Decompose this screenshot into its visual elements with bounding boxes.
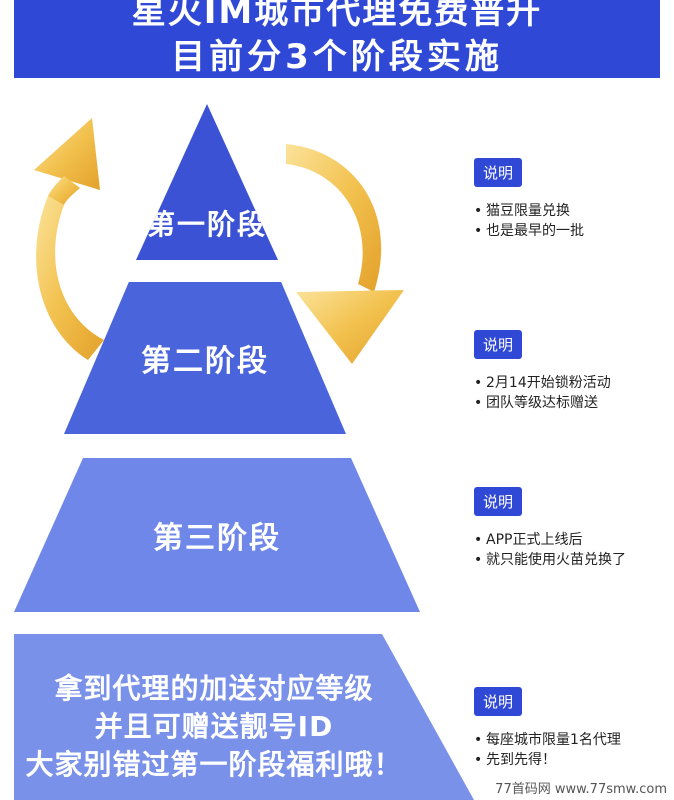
note-item: •团队等级达标赠送 <box>474 393 611 413</box>
tier-bonus-line-1: 拿到代理的加送对应等级 <box>54 672 374 705</box>
note-item: •APP正式上线后 <box>474 530 626 550</box>
curved-arrow-down-icon <box>286 144 404 364</box>
note-item-text: 猫豆限量兑换 <box>486 203 570 219</box>
bullet-icon: • <box>474 223 483 239</box>
note-item-text: 也是最早的一批 <box>486 223 584 239</box>
tier-stage-1-label: 第一阶段 <box>146 208 267 241</box>
bullet-icon: • <box>474 395 483 411</box>
note-stage-2: 说明 •2月14开始锁粉活动 •团队等级达标赠送 <box>474 330 611 413</box>
bullet-icon: • <box>474 375 483 391</box>
note-item: •也是最早的一批 <box>474 221 584 241</box>
note-item-text: 就只能使用火苗兑换了 <box>486 552 626 568</box>
note-item: •每座城市限量1名代理 <box>474 730 621 750</box>
note-item-text: 先到先得！ <box>486 752 556 768</box>
watermark: 77首码网 www.77smw.com <box>492 777 670 798</box>
note-item-text: 团队等级达标赠送 <box>486 395 598 411</box>
note-item-text: APP正式上线后 <box>486 532 583 548</box>
tier-bonus-line-3: 大家别错过第一阶段福利哦！ <box>25 748 403 781</box>
note-item: •就只能使用火苗兑换了 <box>474 550 626 570</box>
note-stage-1: 说明 •猫豆限量兑换 •也是最早的一批 <box>474 158 584 241</box>
tier-stage-2-label: 第二阶段 <box>141 344 269 379</box>
bullet-icon: • <box>474 752 483 768</box>
tier-bonus-text: 拿到代理的加送对应等级 并且可赠送靓号ID 大家别错过第一阶段福利哦！ <box>14 670 414 784</box>
note-stage-3: 说明 •APP正式上线后 •就只能使用火苗兑换了 <box>474 487 626 570</box>
bullet-icon: • <box>474 203 483 219</box>
tier-stage-3-label: 第三阶段 <box>153 521 281 556</box>
curved-arrow-up-icon <box>34 118 105 360</box>
tier-bonus: 拿到代理的加送对应等级 并且可赠送靓号ID 大家别错过第一阶段福利哦！ <box>14 634 474 800</box>
note-bonus: 说明 •每座城市限量1名代理 •先到先得！ <box>474 687 621 770</box>
tier-bonus-line-2: 并且可赠送靓号ID <box>94 710 334 743</box>
banner-title: 星火IM城市代理免费普升 <box>131 0 543 32</box>
note-item-text: 每座城市限量1名代理 <box>486 732 621 748</box>
tier-stage-3: 第三阶段 <box>14 458 420 612</box>
note-badge: 说明 <box>474 687 523 716</box>
note-badge: 说明 <box>474 330 523 359</box>
bullet-icon: • <box>474 532 483 548</box>
note-item: •2月14开始锁粉活动 <box>474 373 611 393</box>
bullet-icon: • <box>474 552 483 568</box>
note-item: •先到先得！ <box>474 750 621 770</box>
note-badge: 说明 <box>474 487 523 516</box>
note-badge: 说明 <box>474 158 523 187</box>
note-item-text: 2月14开始锁粉活动 <box>486 375 611 391</box>
banner-subtitle: 目前分3个阶段实施 <box>171 37 503 77</box>
note-item: •猫豆限量兑换 <box>474 201 584 221</box>
bullet-icon: • <box>474 732 483 748</box>
header-banner: 星火IM城市代理免费普升 目前分3个阶段实施 <box>14 0 660 78</box>
